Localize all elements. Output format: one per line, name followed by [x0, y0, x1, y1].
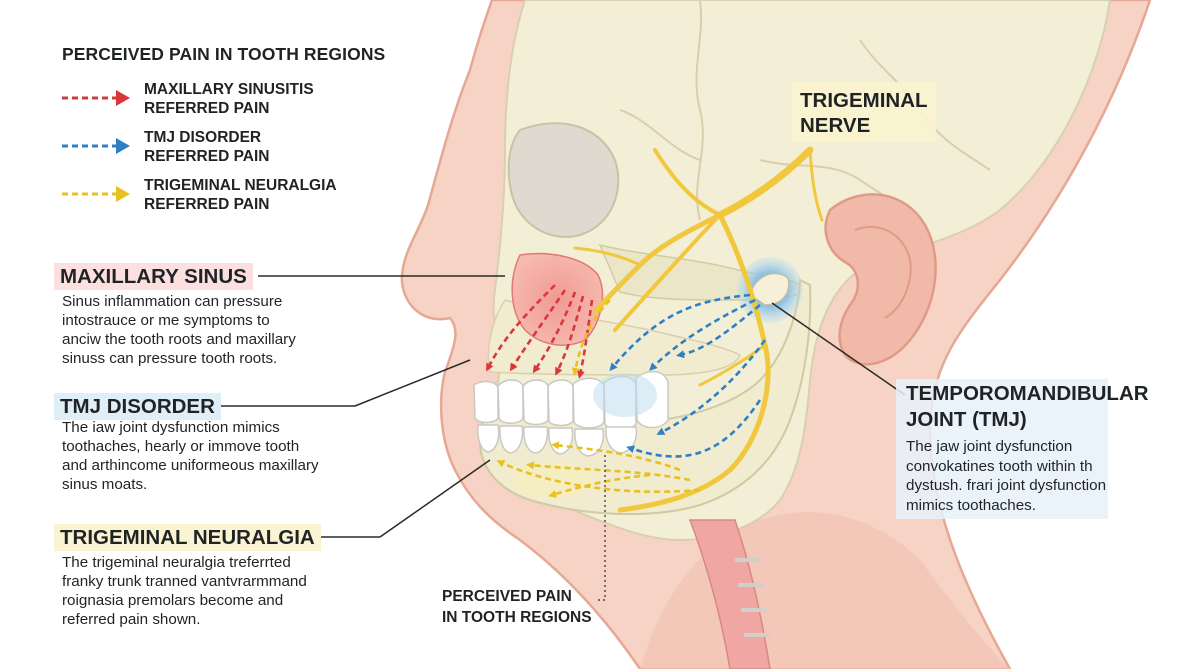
legend-item-maxillary: MAXILLARY SINUSITIS REFERRED PAIN [62, 80, 362, 128]
esophagus-rings [735, 558, 770, 637]
ear [824, 193, 937, 366]
legend-item-tmj: TMJ DISORDER REFERRED PAIN [62, 128, 362, 176]
pain-zone-yellow [512, 462, 592, 498]
trigeminal-neuralgia-label: TRIGEMINAL NEURALGIA [54, 524, 321, 551]
mandible [478, 278, 812, 516]
red-referred-arrows [486, 284, 594, 379]
legend-item-trigeminal: TRIGEMINAL NEURALGIA REFERRED PAIN [62, 176, 362, 224]
blue-referred-arrows [609, 293, 767, 458]
legend-arrow-red [62, 90, 130, 106]
tmj-disorder-description: The iaw joint dysfunction mimics toothac… [62, 419, 319, 493]
legend-label-trigeminal: TRIGEMINAL NEURALGIA REFERRED PAIN [144, 177, 337, 213]
legend-title: PERCEIVED PAIN IN TOOTH REGIONS [62, 44, 386, 64]
trigeminal-neuralgia-description: The trigeminal neuralgia treferrted fran… [62, 554, 307, 628]
upper-tooth [473, 380, 499, 424]
pain-zone-blue [593, 373, 657, 417]
perceived-pain-leader [598, 455, 606, 601]
upper-tooth [547, 379, 574, 427]
legend-label-tmj: TMJ DISORDER REFERRED PAIN [144, 129, 270, 165]
ear-inner [854, 225, 912, 319]
legend-label-maxillary: MAXILLARY SINUSITIS REFERRED PAIN [144, 81, 314, 117]
lower-tooth [523, 426, 549, 454]
maxillary-sinus-description: Sinus inflammation can pressure intostra… [62, 293, 296, 367]
trigeminal-nerve-label-bg [792, 82, 936, 142]
legend-arrow-yellow [62, 186, 130, 202]
lower-tooth [477, 424, 500, 453]
eye-socket [507, 122, 620, 238]
lower-tooth [499, 425, 524, 454]
upper-tooth [522, 379, 549, 426]
perceived-pain-label: PERCEIVED PAIN IN TOOTH REGIONS [442, 588, 592, 626]
tmj-disorder-label: TMJ DISORDER [54, 393, 221, 420]
legend-arrow-blue [62, 138, 130, 154]
tmj-label-bg [896, 379, 1108, 519]
tmj-joint-description: The jaw joint dysfunction convokatines t… [906, 438, 1107, 514]
tmj-joint-label: TEMPOROMANDIBULAR JOINT (TMJ) [906, 382, 1149, 431]
maxillary-sinus-label: MAXILLARY SINUS [54, 263, 253, 290]
trigeminal-nerve-label: TRIGEMINAL NERVE [800, 89, 928, 137]
upper-tooth [497, 379, 524, 424]
yellow-referred-arrows [496, 299, 701, 498]
